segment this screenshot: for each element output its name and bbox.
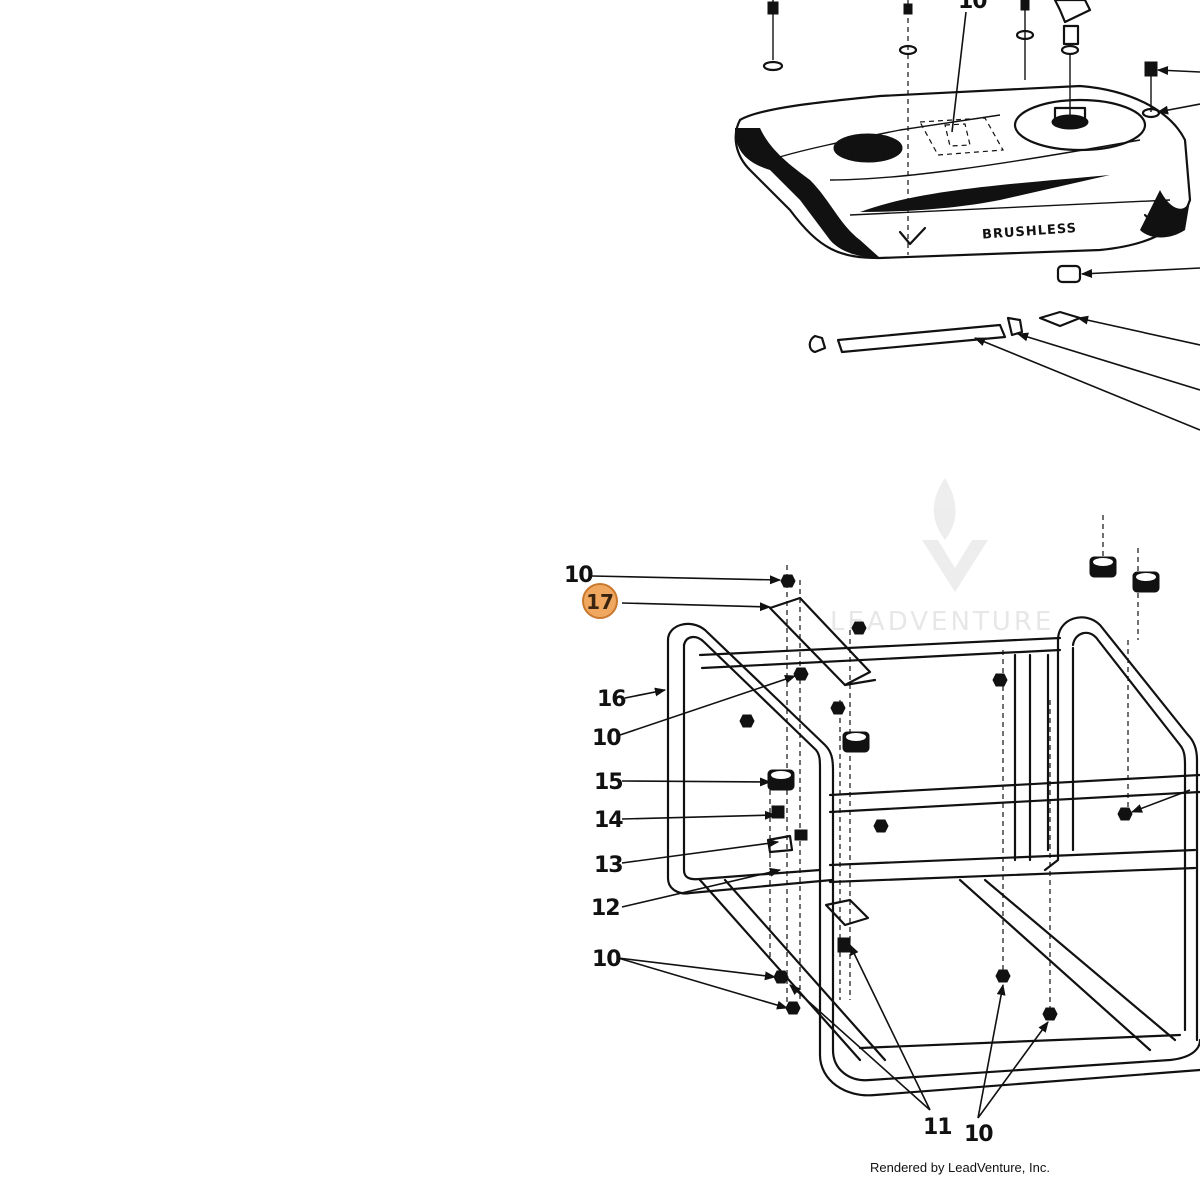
callout-14: 14 bbox=[594, 808, 623, 833]
watermark-text: LEADVENTURE bbox=[830, 607, 1054, 637]
callout-11: 11 bbox=[923, 1115, 952, 1140]
callout-10-bottom: 10 bbox=[964, 1122, 993, 1147]
callout-10-top: 10 bbox=[564, 563, 593, 588]
callout-16: 16 bbox=[597, 687, 626, 712]
callout-17-highlighted[interactable]: 17 bbox=[582, 583, 618, 619]
callout-10-mid: 10 bbox=[592, 726, 621, 751]
callout-13: 13 bbox=[594, 853, 623, 878]
tank-label: BRUSHLESS bbox=[982, 221, 1078, 243]
leader-lines bbox=[591, 575, 1049, 1119]
leadventure-watermark-logo bbox=[922, 478, 988, 592]
rubber-mount-icon bbox=[767, 556, 1160, 791]
fuel-tank-assembly: 10 BRUSHLESS bbox=[734, 0, 1200, 431]
callout-12: 12 bbox=[591, 896, 620, 921]
frame-assembly bbox=[666, 515, 1200, 1097]
callout-17-label: 17 bbox=[586, 590, 614, 614]
callout-15: 15 bbox=[594, 770, 623, 795]
footer-credit: Rendered by LeadVenture, Inc. bbox=[870, 1160, 1050, 1175]
callout-top-partial: 10 bbox=[958, 0, 987, 14]
callout-10-low: 10 bbox=[592, 947, 621, 972]
